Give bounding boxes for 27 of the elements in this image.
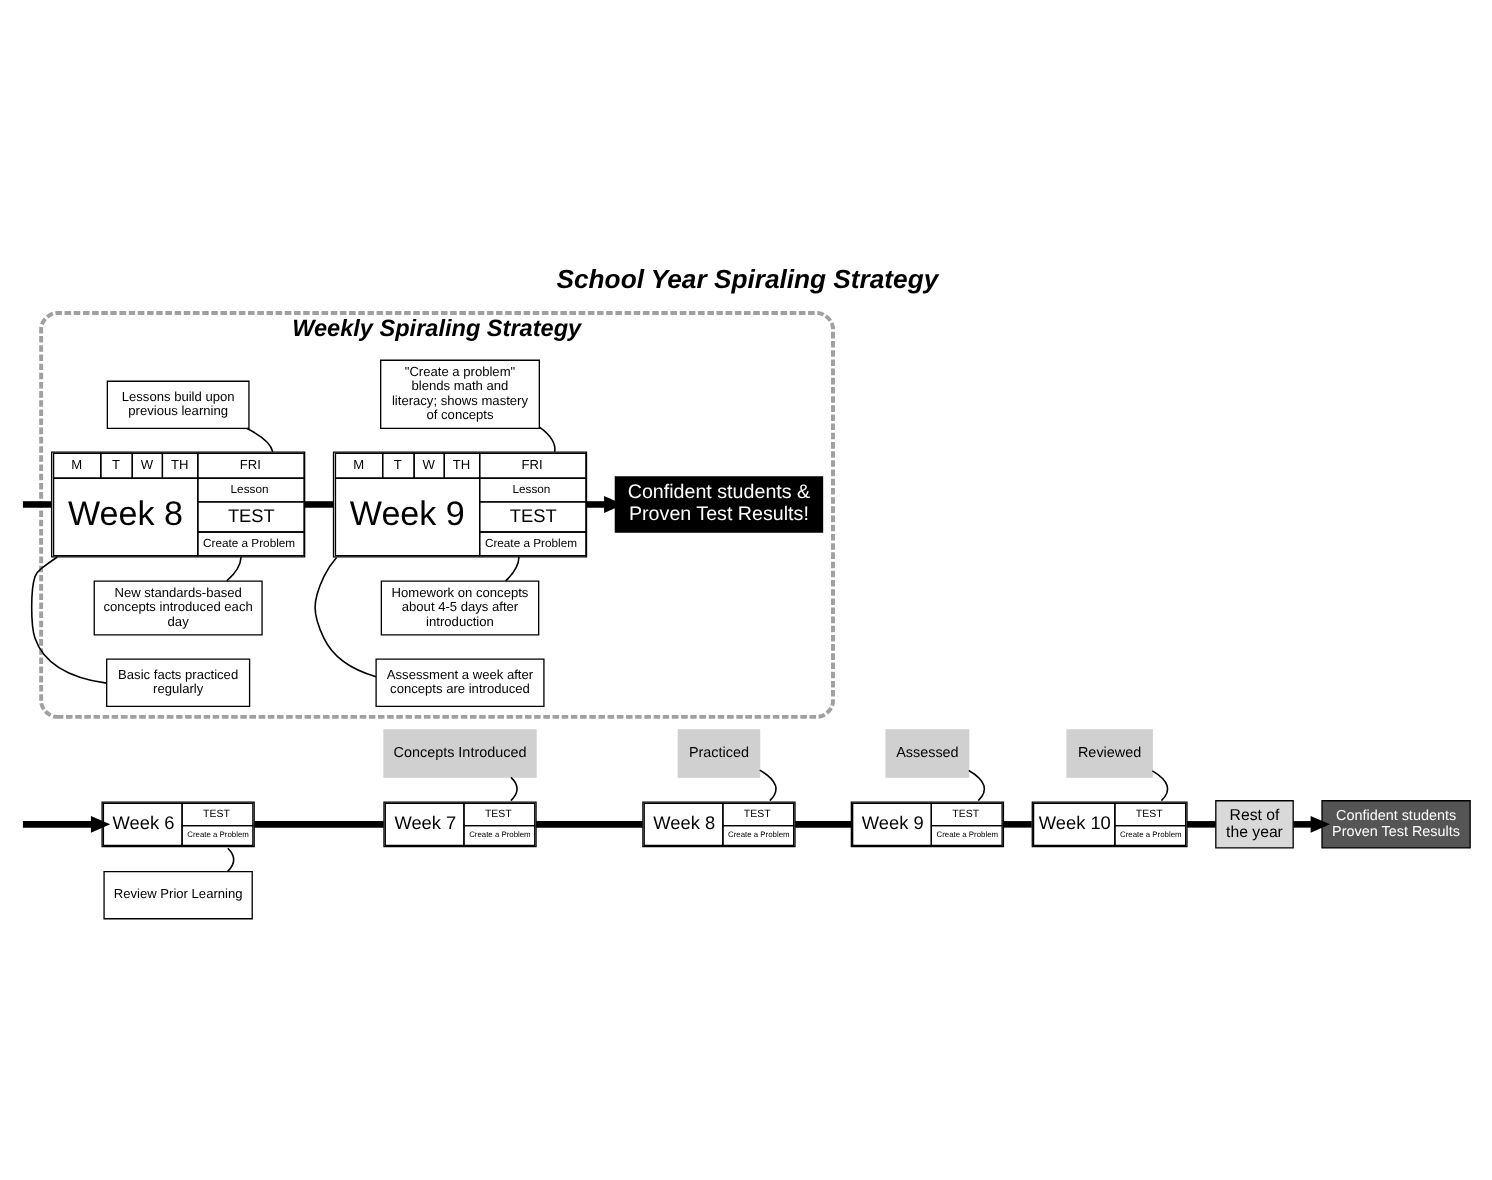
connector (968, 768, 986, 801)
connector (536, 820, 643, 827)
connector (510, 775, 518, 801)
connector (226, 555, 242, 581)
connector (1003, 820, 1032, 827)
connector (314, 555, 377, 677)
node-box: Reviewed (1066, 728, 1153, 777)
connector (759, 768, 777, 801)
connector (538, 425, 556, 452)
diagram-title: School Year Spiraling Strategy (556, 263, 939, 294)
node-box: Confident students & Proven Test Results! (614, 475, 824, 532)
connector (795, 820, 852, 827)
node-box: Practiced (677, 728, 761, 777)
connector (304, 500, 334, 507)
arrow (22, 814, 111, 832)
connector (246, 426, 274, 452)
connector (1187, 820, 1216, 827)
node-box: Assessed (885, 728, 970, 777)
connector (1151, 769, 1169, 801)
node-box: Concepts Introduced (383, 728, 537, 777)
arrow (1293, 814, 1330, 832)
connector (30, 555, 108, 683)
connector (22, 500, 52, 507)
connector (504, 555, 520, 581)
node-box: Confident students Proven Test Results (1321, 799, 1471, 848)
connector (254, 820, 384, 827)
connector (226, 846, 235, 872)
